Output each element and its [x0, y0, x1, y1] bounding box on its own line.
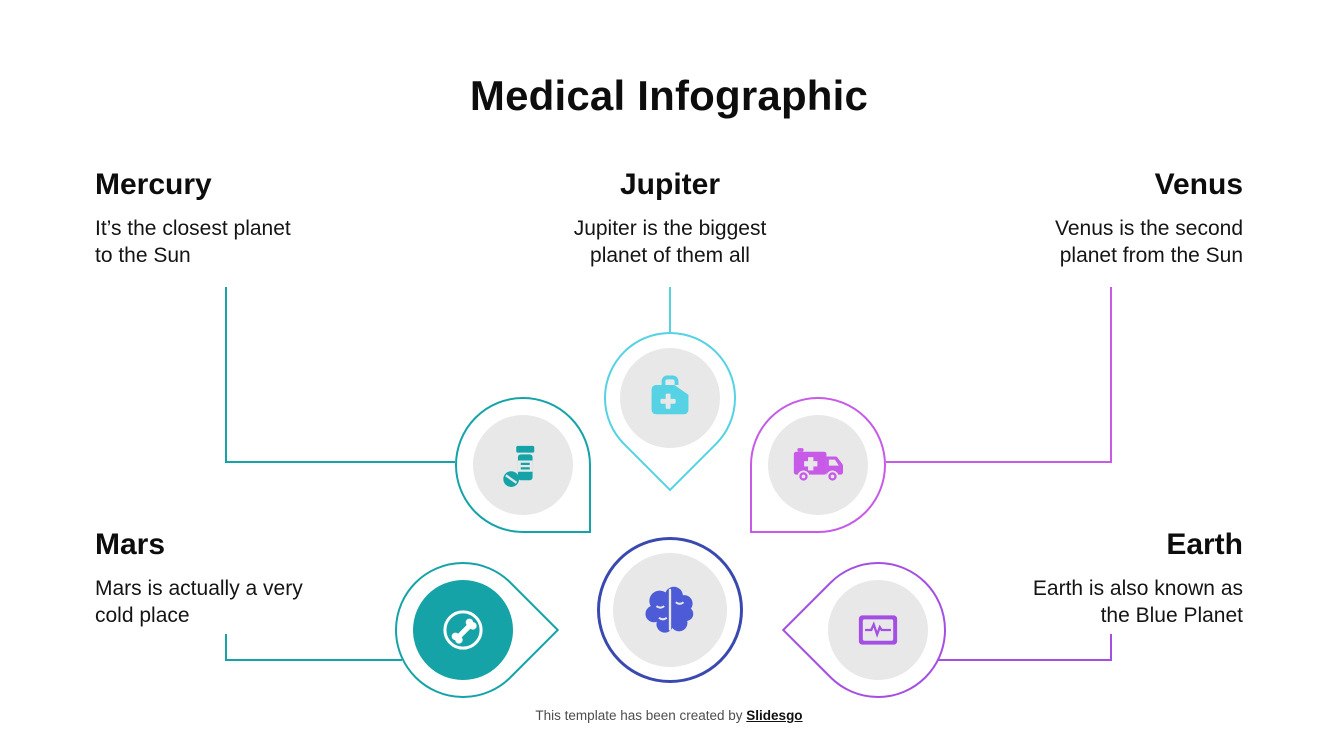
section-mercury: Mercury It’s the closest planet to the S… [95, 168, 415, 269]
section-earth: Earth Earth is also known as the Blue Pl… [923, 528, 1243, 629]
section-mars: Mars Mars is actually a very cold place [95, 528, 425, 629]
mercury-connector-line [225, 287, 455, 463]
section-jupiter: Jupiter Jupiter is the biggest planet of… [510, 168, 830, 269]
pin-circle [473, 415, 573, 515]
mercury-description: It’s the closest planet to the Sun [95, 217, 291, 267]
mars-connector-line [225, 634, 402, 661]
pin-circle [620, 348, 720, 448]
medical-bag-icon [651, 375, 689, 415]
section-venus: Venus Venus is the second planet from th… [923, 168, 1243, 269]
earth-connector-line [938, 634, 1112, 661]
pin-circle [413, 580, 513, 680]
jupiter-description: Jupiter is the biggest planet of them al… [573, 217, 767, 267]
jupiter-connector-line [669, 287, 671, 333]
jupiter-pin [576, 304, 764, 492]
heart-monitor-icon [858, 615, 898, 645]
pin-circle [613, 553, 727, 667]
brain-icon [645, 586, 694, 633]
venus-pin [750, 397, 886, 533]
center-circle [597, 537, 743, 683]
earth-description: Earth is also known as the Blue Planet [1032, 577, 1243, 627]
mercury-heading: Mercury [95, 168, 212, 201]
venus-connector-line [886, 287, 1112, 463]
footer-text: This template has been created by [535, 708, 747, 723]
footer-credit: This template has been created by Slides… [0, 708, 1338, 723]
mars-description: Mars is actually a very cold place [95, 577, 303, 627]
slide-title: Medical Infographic [469, 72, 869, 119]
earth-heading: Earth [1166, 528, 1243, 561]
mars-heading: Mars [95, 528, 166, 561]
pill-bottle-icon [503, 445, 535, 487]
joint-icon [443, 610, 483, 650]
slidesgo-link[interactable]: Slidesgo [746, 708, 803, 723]
pin-circle [828, 580, 928, 680]
earth-pin [781, 533, 975, 727]
pin-circle [768, 415, 868, 515]
venus-description: Venus is the second planet from the Sun [1055, 217, 1243, 267]
venus-heading: Venus [1154, 168, 1243, 201]
mars-pin [366, 533, 560, 727]
ambulance-icon [793, 448, 844, 483]
mercury-pin [455, 397, 591, 533]
jupiter-heading: Jupiter [619, 168, 721, 201]
